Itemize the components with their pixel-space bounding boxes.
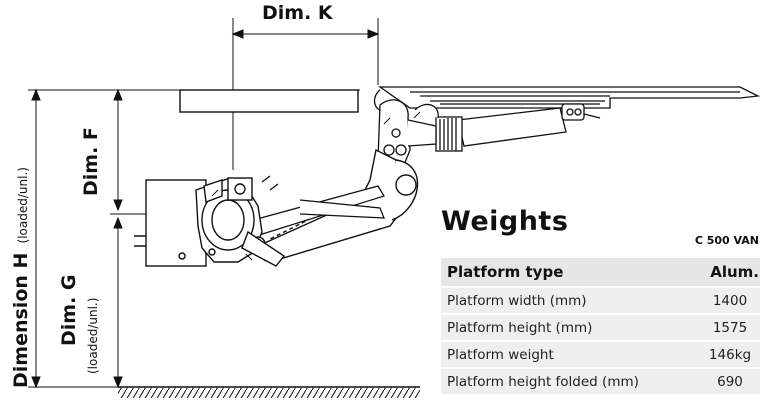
ground-hatch [118,386,420,398]
weights-table: Platform type Alum. Platform width (mm) … [441,258,760,394]
folded-platform [373,86,760,119]
row-value: 1575 [700,313,760,341]
weights-model: C 500 VAN [694,234,759,247]
table-row: Platform weight 146kg [441,340,760,368]
dimension-h-text: Dimension H [10,252,32,388]
dim-g-label: Dim. G [58,274,80,346]
weights-section: Weights C 500 VAN Platform type Alum. Pl… [441,206,760,394]
dim-h-label: Dimension H (loaded/unl.) [10,167,32,388]
table-row: Platform height folded (mm) 690 [441,367,760,394]
hydraulic-cylinder [435,103,585,152]
header-label: Platform type [441,258,700,288]
table-header-row: Platform type Alum. [441,258,760,288]
row-label: Platform height folded (mm) [441,367,700,394]
dim-f-label: Dim. F [80,127,102,196]
mounting-bracket [134,175,286,267]
row-label: Platform weight [441,340,700,368]
header-value: Alum. [700,258,760,288]
lift-arm-main [256,148,419,263]
mechanism-hatch [211,111,421,261]
dim-g-line [113,216,123,389]
row-value: 146kg [700,340,760,368]
table-row: Platform height (mm) 1575 [441,313,760,341]
row-label: Platform width (mm) [441,286,700,314]
vehicle-floor [179,89,359,113]
row-label: Platform height (mm) [441,313,700,341]
dim-k-label: Dim. K [262,2,333,24]
dimension-h-loaded: (loaded/unl.) [16,167,30,244]
row-value: 1400 [700,286,760,314]
weights-title: Weights [441,206,569,237]
row-value: 690 [700,367,760,394]
table-row: Platform width (mm) 1400 [441,286,760,314]
dim-g-loaded: (loaded/unl.) [86,297,100,374]
